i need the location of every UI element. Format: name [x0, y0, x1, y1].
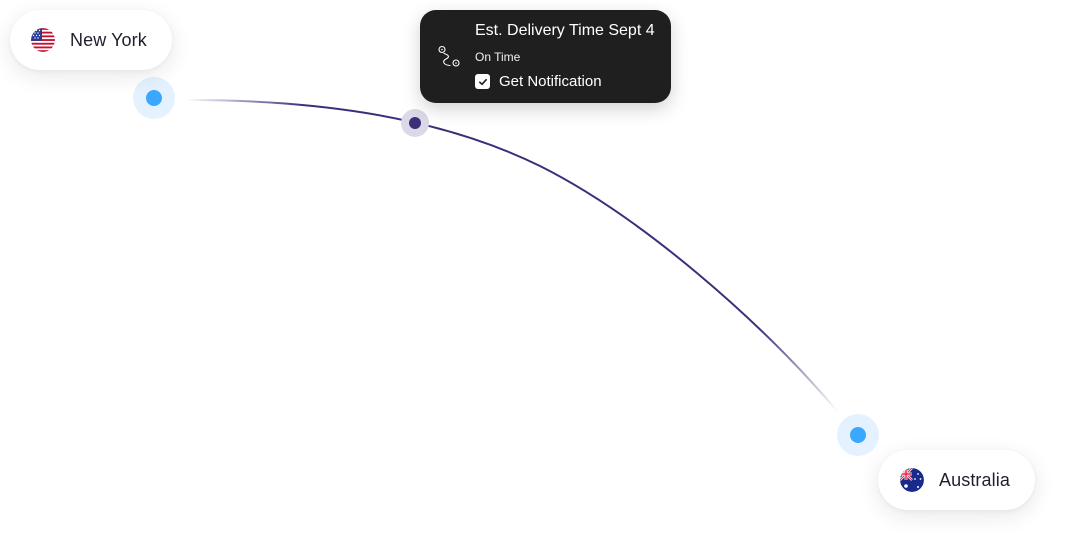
get-notification-label: Get Notification: [499, 73, 602, 90]
us-flag-icon: [31, 28, 55, 52]
get-notification-toggle[interactable]: Get Notification: [475, 73, 602, 90]
destination-location-card[interactable]: Australia: [878, 450, 1035, 510]
destination-marker[interactable]: [837, 414, 879, 456]
origin-city-label: New York: [70, 29, 147, 50]
shipment-position-marker[interactable]: [401, 109, 429, 137]
route-icon: [438, 45, 460, 67]
delivery-status-text: On Time: [475, 50, 521, 64]
shipping-route-line: [185, 99, 839, 413]
origin-marker[interactable]: [133, 77, 175, 119]
notification-checkbox[interactable]: [475, 74, 490, 89]
destination-city-label: Australia: [939, 469, 1010, 490]
origin-location-card[interactable]: New York: [10, 10, 172, 70]
estimated-delivery-title: Est. Delivery Time Sept 4: [475, 22, 655, 39]
checkmark-icon: [478, 78, 487, 85]
australia-flag-icon: [900, 468, 924, 492]
delivery-status-tooltip: Est. Delivery Time Sept 4 On Time Get No…: [420, 10, 671, 103]
